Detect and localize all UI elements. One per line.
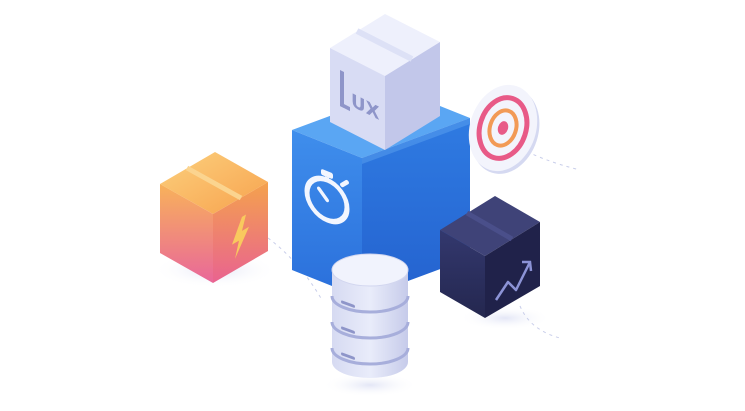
database-icon xyxy=(330,253,410,378)
trend-up-icon xyxy=(494,260,533,301)
connector-line xyxy=(267,237,323,301)
shadow-database xyxy=(322,373,418,397)
target-icon xyxy=(468,84,540,174)
stopwatch-icon xyxy=(304,169,350,225)
lightning-icon xyxy=(232,214,249,259)
ux-bracket xyxy=(340,102,350,112)
ux-box: UX xyxy=(330,14,440,150)
ux-bracket xyxy=(340,70,344,109)
